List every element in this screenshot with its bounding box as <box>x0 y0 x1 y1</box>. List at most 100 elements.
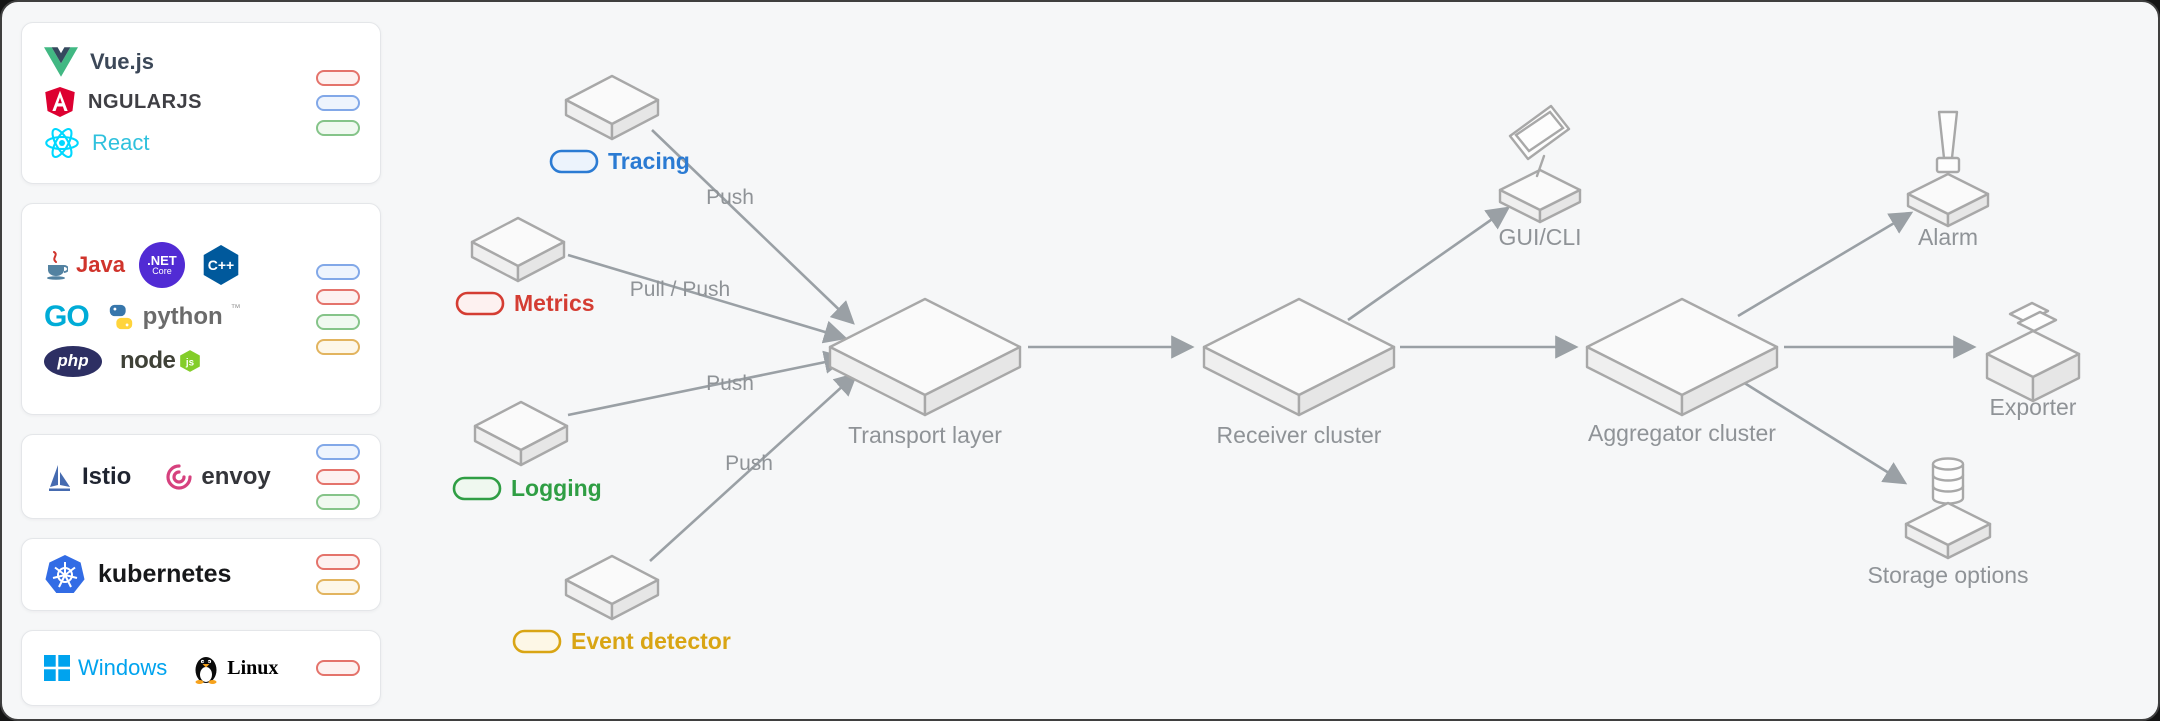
react-icon <box>45 127 79 159</box>
status-pill-red <box>316 554 360 570</box>
python-label: python <box>142 302 223 330</box>
dotnet-core-icon: .NET Core <box>138 241 185 288</box>
alarm-label: Alarm <box>1918 224 1978 250</box>
exporter-label: Exporter <box>1990 394 2077 420</box>
istio-icon <box>49 464 70 491</box>
envoy-icon <box>166 463 192 490</box>
edge-label-logging: Push <box>706 372 754 395</box>
receiver-cluster-node[interactable]: Receiver cluster <box>1202 297 1396 448</box>
card-service-mesh[interactable]: Istio envoy <box>21 434 381 519</box>
exporter-icon <box>1985 301 2081 403</box>
status-pill-yellow <box>316 338 360 355</box>
status-pill-red <box>316 288 360 305</box>
arrow-event-transport <box>649 372 858 562</box>
status-pill-green <box>316 120 360 136</box>
status-pill-red <box>316 70 360 86</box>
storage-node[interactable]: Storage options <box>1867 457 2029 589</box>
storage-icon <box>1904 457 1992 560</box>
angularjs-label: NGULARJS <box>88 90 203 113</box>
angular-shield-icon <box>45 86 75 118</box>
alarm-node[interactable]: Alarm <box>1906 110 1990 250</box>
logo-istio: Istio <box>44 462 131 492</box>
logo-envoy: envoy <box>165 462 271 491</box>
aggregator-cluster-node[interactable]: Aggregator cluster <box>1585 297 1779 446</box>
logo-windows: Windows <box>44 655 167 681</box>
arrow-aggregator-storage <box>1737 377 1908 485</box>
status-pill-blue <box>316 263 360 280</box>
status-pill-blue <box>316 443 360 460</box>
linux-tux-icon <box>195 657 217 684</box>
envoy-label: envoy <box>201 462 271 490</box>
arrow-metrics-transport <box>567 253 848 344</box>
arrow-aggregator-alarm <box>1737 211 1914 318</box>
php-label: php <box>57 351 89 370</box>
edge-label-metrics: Pull / Push <box>630 278 730 301</box>
dotnet-core-label: Core <box>152 265 172 276</box>
react-label: React <box>92 130 150 155</box>
event-detector-pill <box>512 629 562 654</box>
nodejs-badge-label: js <box>185 357 195 368</box>
arrow-tracing-transport <box>651 129 855 325</box>
card-kubernetes[interactable]: kubernetes <box>21 538 381 611</box>
python-tm: ™ <box>230 302 241 314</box>
kubernetes-icon <box>45 554 85 593</box>
go-label: GO <box>44 299 90 333</box>
logo-kubernetes: kubernetes <box>44 554 231 596</box>
transport-layer-label: Transport layer <box>848 422 1002 448</box>
arrow-receiver-guicli <box>1347 206 1511 322</box>
event-detector-node[interactable]: Event detector <box>512 554 731 654</box>
card-frontend-frameworks[interactable]: Vue.js NGULARJS <box>21 22 381 184</box>
alarm-icon <box>1906 110 1990 228</box>
logo-java: Java <box>44 250 125 280</box>
technology-sidebar: Vue.js NGULARJS <box>21 22 381 706</box>
event-detector-label: Event detector <box>571 628 731 654</box>
vuejs-label: Vue.js <box>90 49 154 74</box>
aggregator-cluster-label: Aggregator cluster <box>1588 420 1776 446</box>
status-pill-blue <box>316 95 360 111</box>
cpp-icon: C++ <box>203 244 239 285</box>
logo-nodejs: node js <box>120 347 201 375</box>
logo-vuejs: Vue.js <box>44 47 202 77</box>
logo-linux: Linux <box>193 652 278 684</box>
arrow-logging-transport <box>567 350 848 417</box>
java-icon <box>47 250 68 280</box>
storage-options-label: Storage options <box>1867 562 2028 588</box>
gui-cli-icon <box>1498 104 1582 224</box>
nodejs-label: node <box>120 347 176 374</box>
status-pill-green <box>316 313 360 330</box>
status-pill-red <box>316 660 360 676</box>
status-pill-yellow <box>316 579 360 595</box>
card-languages[interactable]: Java .NET Core C++ GO <box>21 203 381 415</box>
metrics-node[interactable]: Metrics <box>455 216 595 316</box>
card-operating-systems[interactable]: Windows Linux <box>21 630 381 706</box>
transport-layer-node[interactable]: Transport layer <box>828 297 1022 448</box>
java-label: Java <box>76 251 125 277</box>
linux-label: Linux <box>227 656 279 679</box>
logo-python: python ™ <box>107 303 241 331</box>
dotnet-label: .NET <box>147 252 177 268</box>
kubernetes-label: kubernetes <box>98 560 232 588</box>
edge-label-event: Push <box>725 452 773 475</box>
logging-pill <box>452 476 502 501</box>
php-icon: php <box>44 345 102 377</box>
logo-react: React <box>44 127 202 159</box>
metrics-pill <box>455 291 505 316</box>
tracing-node[interactable]: Tracing <box>549 74 690 174</box>
istio-label: Istio <box>82 462 132 490</box>
nodejs-hexagon-icon: js <box>180 350 201 372</box>
exporter-node[interactable]: Exporter <box>1985 301 2081 420</box>
tracing-pill <box>549 149 599 174</box>
logging-node[interactable]: Logging <box>452 400 602 501</box>
gui-cli-node[interactable]: GUI/CLI <box>1498 104 1582 250</box>
windows-icon <box>44 655 70 681</box>
tracing-label: Tracing <box>608 148 690 174</box>
vuejs-icon <box>44 47 78 77</box>
receiver-cluster-label: Receiver cluster <box>1217 422 1382 448</box>
gui-cli-label: GUI/CLI <box>1498 224 1581 250</box>
metrics-label: Metrics <box>514 290 595 316</box>
logging-label: Logging <box>511 475 602 501</box>
windows-label: Windows <box>78 655 168 680</box>
python-icon <box>109 304 132 329</box>
